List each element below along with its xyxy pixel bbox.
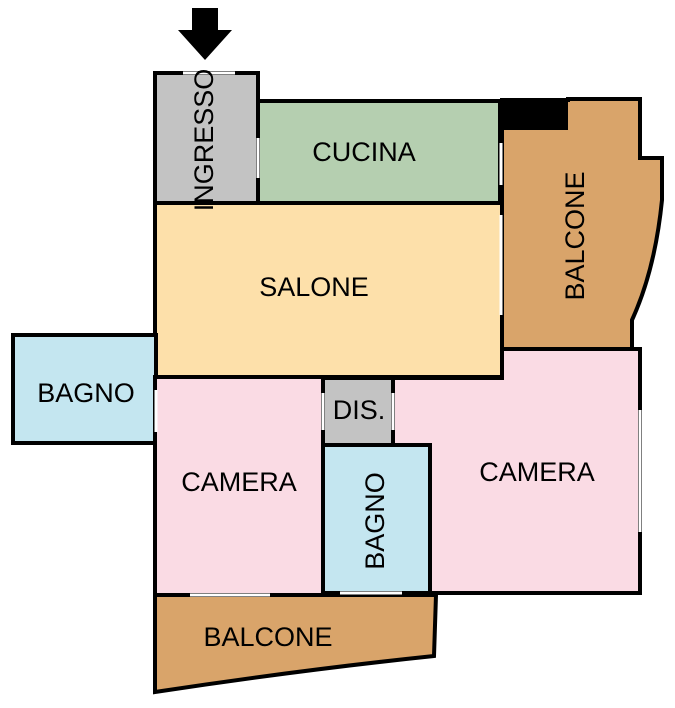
room-salone[interactable]	[153, 201, 504, 379]
label-salone: SALONE	[259, 272, 369, 302]
room-balcone-south[interactable]	[153, 593, 439, 695]
label-ingresso: INGRESSO	[189, 69, 219, 212]
label-disimpegno: DIS.	[333, 395, 386, 425]
room-bagno-center[interactable]	[321, 443, 432, 595]
room-balcone-east[interactable]	[500, 97, 664, 352]
label-balcone-east: BALCONE	[560, 171, 590, 300]
label-bagno-west: BAGNO	[37, 378, 135, 408]
room-bagno-west[interactable]	[11, 333, 158, 445]
wall-block	[500, 98, 568, 130]
label-camera-left: CAMERA	[181, 467, 297, 497]
label-balcone-south: BALCONE	[203, 622, 332, 652]
room-camera-left[interactable]	[153, 375, 325, 597]
label-bagno-center: BAGNO	[360, 472, 390, 570]
label-cucina: CUCINA	[312, 137, 416, 167]
label-camera-right: CAMERA	[479, 457, 595, 487]
entrance-arrow-icon	[178, 8, 232, 60]
